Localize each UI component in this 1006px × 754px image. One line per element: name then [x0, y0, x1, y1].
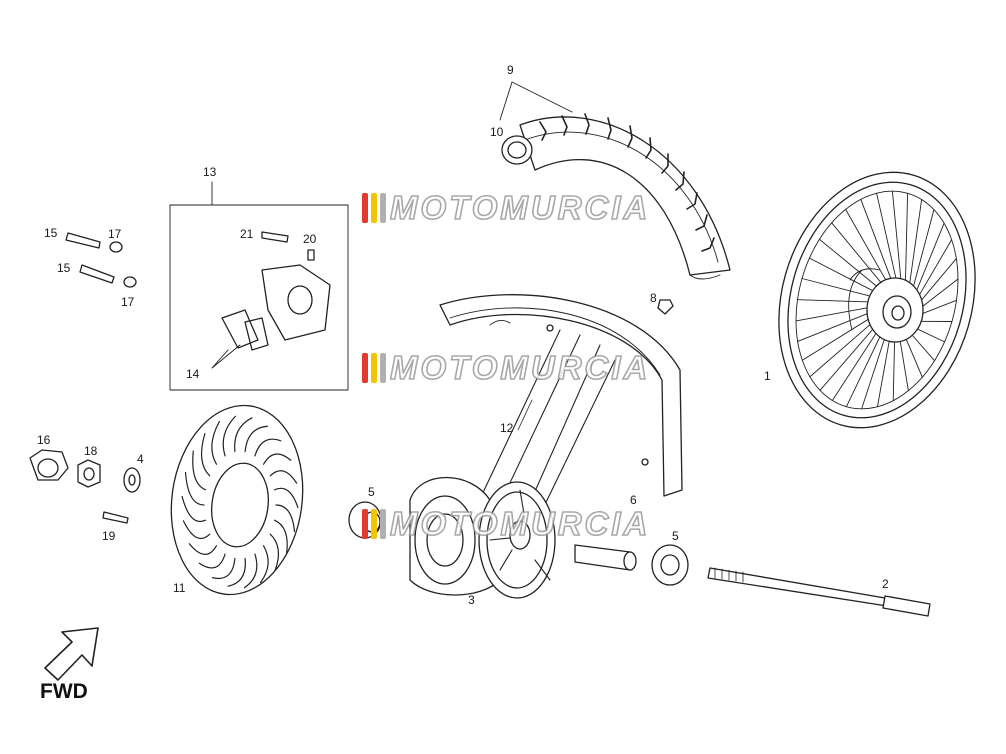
part-bolt: [65, 232, 101, 249]
wheel-spoke: [909, 209, 935, 300]
disc-slot: [211, 557, 236, 580]
watermark-text: MOTOMURCIA: [389, 188, 651, 227]
callout-number: 17: [121, 295, 135, 309]
wheel-spoke: [809, 317, 879, 378]
part-spacer: [574, 544, 631, 571]
part-bolt: [79, 264, 115, 284]
wheel-spoke: [818, 238, 886, 294]
callout-number: 1: [764, 369, 771, 383]
callout-number: 15: [44, 226, 58, 240]
part-axle-nut: [29, 449, 69, 481]
callout-number: 17: [108, 227, 122, 241]
wheel-spoke: [861, 327, 889, 410]
wheel-spoke: [845, 208, 893, 291]
watermark-logo: MOTOMURCIA: [362, 504, 651, 543]
part-brake-disc: [170, 404, 304, 596]
callout-number: 11: [173, 581, 186, 595]
callout-number: 10: [490, 125, 504, 139]
disc-slot: [273, 519, 288, 554]
callout-number: 14: [186, 367, 200, 381]
part-bolt-small: [657, 299, 674, 315]
part-brake-pads: [221, 309, 269, 351]
wheel-spoke: [891, 190, 903, 293]
wheel-spoke: [797, 309, 878, 342]
callout-number: 5: [368, 485, 375, 499]
disc-slot: [200, 432, 211, 477]
caliper-kit-frame: [169, 204, 349, 391]
callout-number: 5: [672, 529, 679, 543]
disc-slot: [234, 417, 253, 453]
callout-number: 18: [84, 444, 98, 458]
forward-direction-label: FWD: [40, 680, 88, 703]
disc-slot: [254, 438, 282, 457]
callout-number: 20: [303, 232, 317, 246]
part-brake-caliper: [261, 264, 331, 341]
watermark-logo: MOTOMURCIA: [362, 188, 651, 227]
wheel-spoke: [904, 192, 909, 294]
wheel-spoke: [876, 329, 892, 408]
callout-number: 2: [882, 577, 889, 591]
callout-number: 9: [507, 63, 514, 77]
part-nut: [77, 459, 101, 488]
wheel-spoke: [801, 313, 878, 361]
wheel-spoke: [907, 199, 923, 297]
disc-slot: [188, 543, 218, 555]
disc-slot: [184, 471, 205, 506]
wheel-spoke: [808, 257, 883, 297]
wheel-spoke: [876, 192, 900, 291]
callout-number: 8: [650, 291, 657, 305]
disc-slot: [192, 450, 207, 491]
callout-number: 15: [57, 261, 71, 275]
part-screw: [102, 511, 129, 524]
wheel-spoke: [797, 299, 879, 303]
forward-arrow-icon: [44, 627, 99, 681]
disc-slot: [260, 545, 269, 583]
leader-line: [499, 81, 573, 121]
wheel-spoke: [819, 320, 881, 391]
disc-slot: [275, 504, 296, 533]
disc-slot: [244, 425, 269, 453]
disc-slot: [269, 533, 280, 572]
wheel-spoke: [795, 305, 878, 322]
disc-slot: [227, 557, 246, 587]
part-hub: [409, 477, 556, 599]
callout-number: 19: [102, 529, 116, 543]
part-washer: [109, 241, 123, 253]
callout-number: 13: [203, 165, 217, 179]
disc-slot: [269, 470, 298, 484]
watermark-text: MOTOMURCIA: [389, 348, 651, 387]
disc-slot: [211, 421, 220, 465]
wheel-spoke: [801, 278, 881, 300]
disc-slot: [262, 453, 292, 465]
disc-slot: [243, 553, 258, 589]
disc-slot: [222, 415, 237, 457]
disc-slot: [273, 487, 299, 509]
disc-slot: [182, 520, 211, 540]
part-washer-large: [123, 467, 141, 493]
part-axle: [707, 567, 931, 617]
watermark-logo: MOTOMURCIA: [362, 348, 651, 387]
watermark-text: MOTOMURCIA: [389, 504, 651, 543]
callout-number: 21: [240, 227, 254, 241]
part-bearing: [651, 544, 689, 586]
wheel-spoke: [831, 222, 889, 292]
callout-number: 3: [468, 593, 475, 607]
callout-number: 6: [630, 493, 637, 507]
callout-number: 16: [37, 433, 51, 447]
disc-slot: [181, 495, 207, 522]
callout-number: 4: [137, 452, 144, 466]
wheel-spoke: [831, 323, 883, 401]
part-wheel: [778, 171, 976, 429]
part-tyre: [501, 113, 731, 280]
disc-slot: [198, 553, 226, 569]
callout-number: 12: [500, 421, 514, 435]
wheel-spoke: [860, 198, 896, 291]
wheel-spoke: [845, 326, 886, 408]
part-washer: [123, 276, 137, 288]
part-fork-bracket: [439, 294, 683, 526]
